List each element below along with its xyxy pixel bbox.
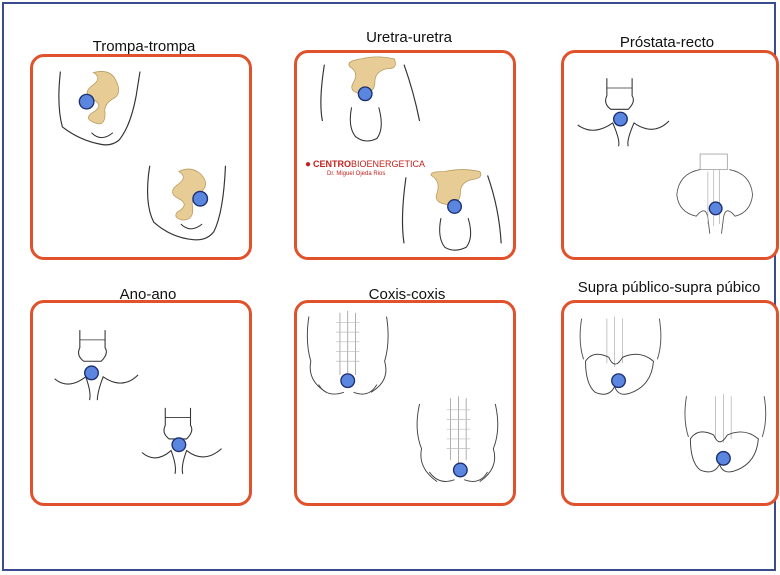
point-marker xyxy=(454,463,468,477)
title-supra-publico: Supra público-supra púbico xyxy=(554,279,780,296)
illustration-trompa-trompa xyxy=(33,57,249,257)
clinic-logo-mark-icon: ● xyxy=(305,159,311,170)
illustration-coxis-coxis xyxy=(297,303,513,503)
point-marker xyxy=(79,94,94,109)
panel-coxis-coxis xyxy=(294,300,516,506)
point-marker xyxy=(172,438,186,452)
title-prostata-recto: Próstata-recto xyxy=(552,34,780,51)
point-marker xyxy=(709,202,722,215)
illustration-ano-ano xyxy=(33,303,249,503)
point-marker xyxy=(341,374,355,388)
point-marker xyxy=(85,366,99,380)
illustration-uretra-uretra xyxy=(297,53,513,257)
panel-supra-publico xyxy=(561,300,779,506)
point-marker xyxy=(612,374,626,388)
point-marker xyxy=(614,112,628,126)
point-marker xyxy=(358,87,372,101)
illustration-prostata-recto xyxy=(564,53,776,257)
title-trompa-trompa: Trompa-trompa xyxy=(29,38,259,55)
illustration-supra-publico xyxy=(564,303,776,503)
title-uretra-uretra: Uretra-uretra xyxy=(294,29,524,46)
panel-uretra-uretra: ●CENTROBIOENERGETICA Dr. Miguel Ojeda Ri… xyxy=(294,50,516,260)
panel-ano-ano xyxy=(30,300,252,506)
panel-prostata-recto xyxy=(561,50,779,260)
doctor-name: Dr. Miguel Ojeda Rios xyxy=(327,171,425,178)
point-marker xyxy=(717,452,731,466)
point-marker xyxy=(448,200,462,214)
panel-trompa-trompa xyxy=(30,54,252,260)
point-marker xyxy=(193,191,208,206)
clinic-logo: ●CENTROBIOENERGETICA Dr. Miguel Ojeda Ri… xyxy=(305,159,425,178)
